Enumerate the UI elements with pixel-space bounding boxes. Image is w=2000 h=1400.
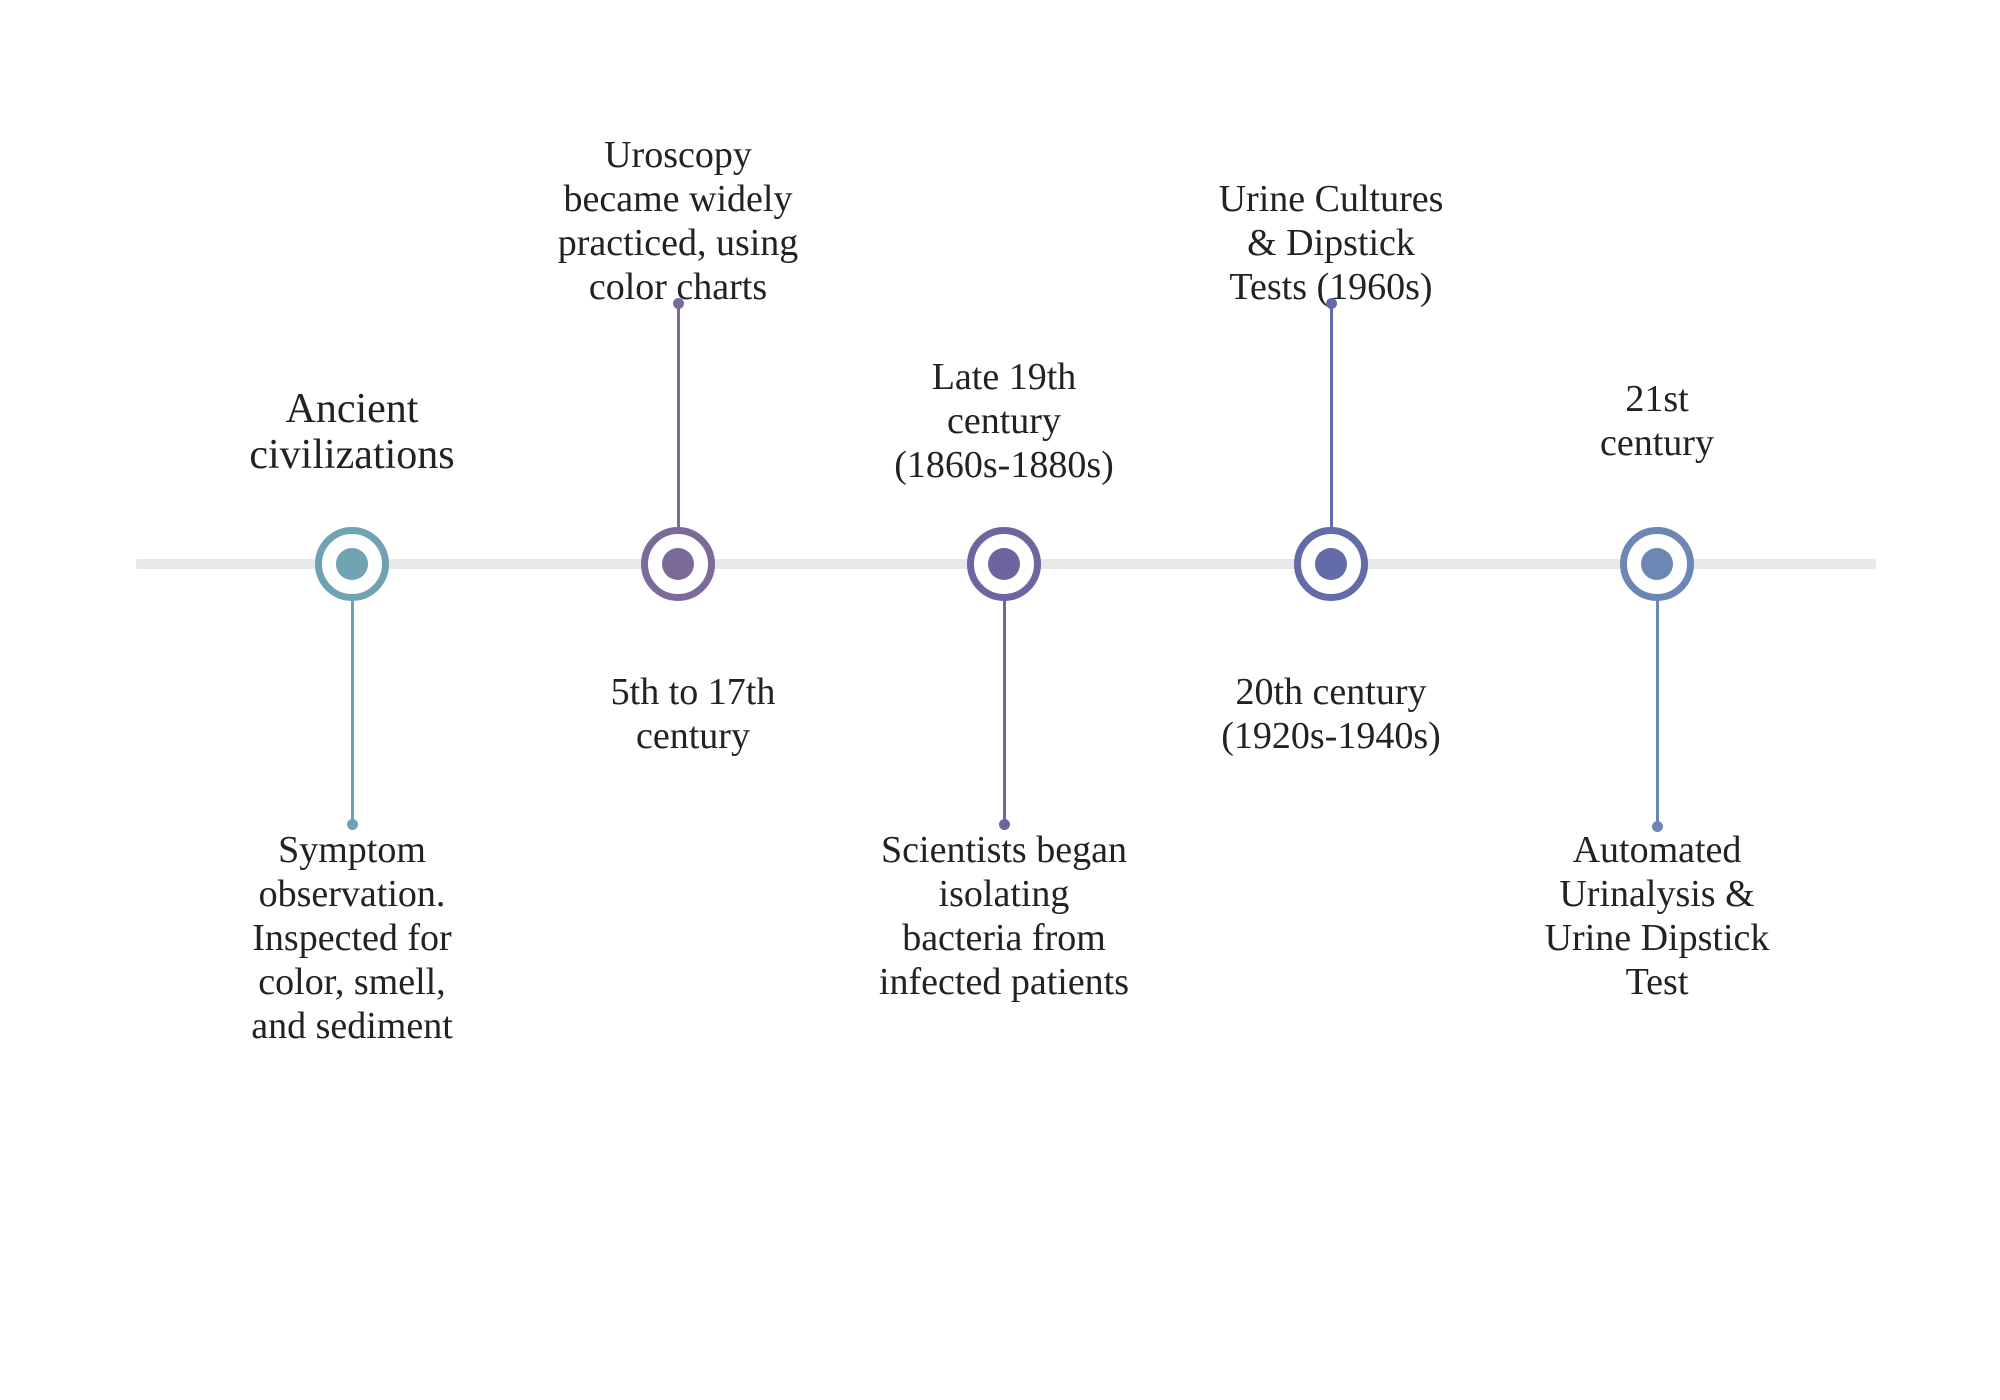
milestone-4-event: Urine Cultures & Dipstick Tests (1960s): [1218, 178, 1444, 308]
milestone-5-event: Automated Urinalysis & Urine Dipstick Te…: [1544, 829, 1770, 1003]
milestone-1-event: Symptom observation. Inspected for color…: [251, 829, 453, 1047]
milestone-2-node-dot: [662, 548, 694, 580]
milestone-1-era: Ancient civilizations: [249, 386, 455, 478]
milestone-3-node: [967, 527, 1041, 601]
milestone-4-node-dot: [1315, 548, 1347, 580]
milestone-2-connector: [672, 298, 684, 534]
milestone-1-connector: [346, 594, 358, 830]
milestone-2-event: Uroscopy became widely practiced, using …: [557, 134, 799, 308]
milestone-2-connector-end: [672, 298, 684, 309]
milestone-2-node: [641, 527, 715, 601]
milestone-5-connector: [1651, 594, 1663, 832]
milestone-5-node-dot: [1641, 548, 1673, 580]
milestone-5-era: 21st century: [1600, 378, 1714, 464]
milestone-5-connector-end: [1651, 821, 1663, 832]
milestone-2-era: 5th to 17th century: [610, 671, 776, 757]
milestone-3-event: Scientists began isolating bacteria from…: [878, 829, 1130, 1003]
milestone-3-connector-end: [998, 819, 1010, 830]
milestone-3-connector: [998, 594, 1010, 830]
milestone-5-node: [1620, 527, 1694, 601]
milestone-1-connector-end: [346, 819, 358, 830]
milestone-4-connector: [1325, 298, 1337, 534]
milestone-1-node: [315, 527, 389, 601]
milestone-3-era: Late 19th century (1860s-1880s): [894, 356, 1114, 486]
milestone-4-node: [1294, 527, 1368, 601]
milestone-3-node-dot: [988, 548, 1020, 580]
milestone-4-era: 20th century (1920s-1940s): [1221, 671, 1441, 757]
milestone-1-node-dot: [336, 548, 368, 580]
milestone-4-connector-end: [1325, 298, 1337, 309]
